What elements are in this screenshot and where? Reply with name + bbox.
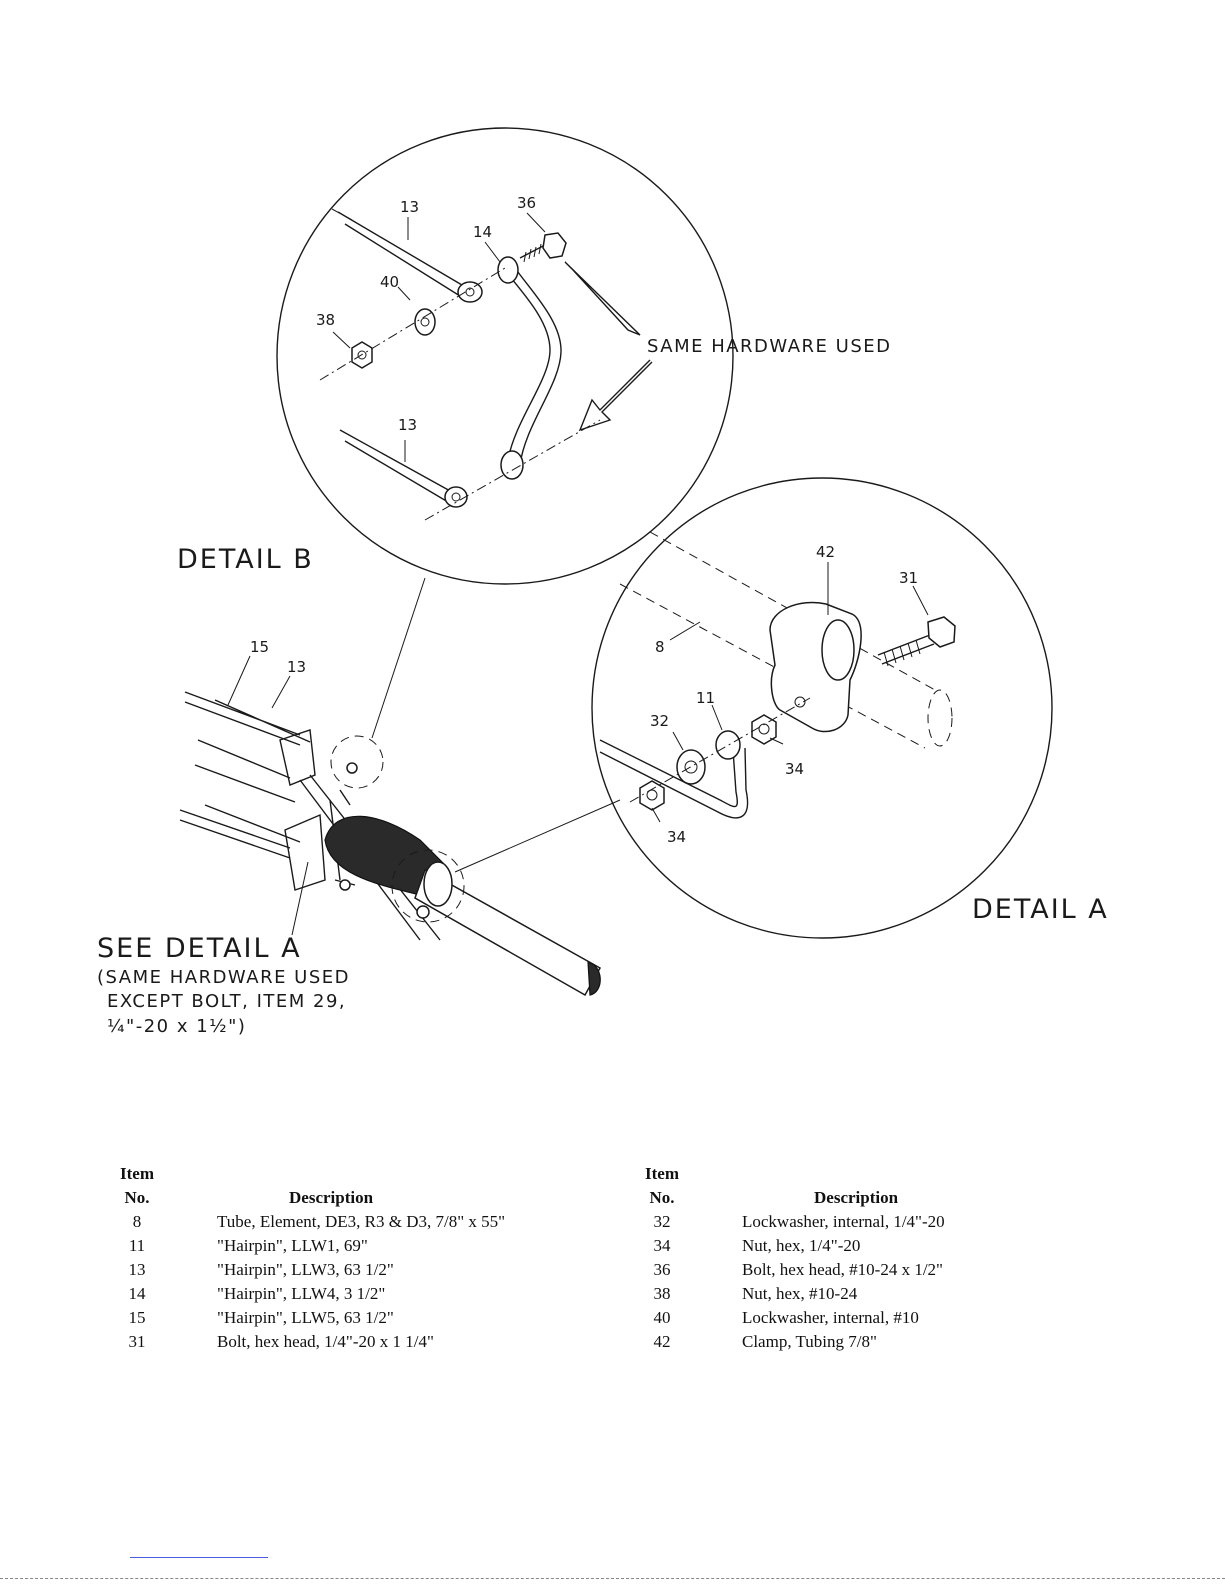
item-no: 36 — [653, 1260, 671, 1279]
header-description: Description — [289, 1188, 374, 1207]
header-no: No. — [649, 1188, 675, 1207]
table-row: 13 "Hairpin", LLW3, 63 1/2" — [102, 1258, 505, 1282]
item-no: 42 — [653, 1332, 671, 1351]
callout-38: 38 — [316, 311, 335, 329]
item-no: 13 — [128, 1260, 146, 1279]
hardware-note-line-2: EXCEPT BOLT, ITEM 29, — [107, 991, 346, 1012]
table-row: 36 Bolt, hex head, #10-24 x 1/2" — [627, 1258, 945, 1282]
table-row: 11 "Hairpin", LLW1, 69" — [102, 1234, 505, 1258]
nut-34-lower — [639, 780, 665, 811]
table-row: 14 "Hairpin", LLW4, 3 1/2" — [102, 1282, 505, 1306]
detail-a-circle — [591, 477, 1053, 939]
item-description: Bolt, hex head, 1/4"-20 x 1 1/4" — [217, 1332, 434, 1351]
callout-13-assembly: 13 — [287, 658, 306, 676]
item-description: "Hairpin", LLW5, 63 1/2" — [217, 1308, 394, 1327]
item-description: Bolt, hex head, #10-24 x 1/2" — [742, 1260, 943, 1279]
item-description: Nut, hex, #10-24 — [742, 1284, 858, 1303]
lockwasher-40 — [414, 308, 436, 336]
detail-b: 13 36 14 40 38 13 SAME HARDWARE USED DET… — [177, 127, 891, 585]
callout-14: 14 — [473, 223, 492, 241]
table-row: 32 Lockwasher, internal, 1/4"-20 — [627, 1210, 945, 1234]
callout-32: 32 — [650, 712, 669, 730]
detail-a: 42 31 8 11 32 34 34 DETAIL A — [591, 477, 1109, 939]
callout-13-upper: 13 — [400, 198, 419, 216]
hardware-note-line-3: ¼"-20 x 1½") — [107, 1016, 246, 1037]
item-description: "Hairpin", LLW1, 69" — [217, 1236, 368, 1255]
item-no: 15 — [128, 1308, 146, 1327]
detail-b-label: DETAIL B — [177, 544, 314, 575]
same-hardware-note: SAME HARDWARE USED — [647, 336, 891, 357]
item-no: 34 — [653, 1236, 671, 1255]
item-no: 40 — [653, 1308, 671, 1327]
bolt-36 — [519, 232, 567, 263]
callout-40: 40 — [380, 273, 399, 291]
nut-34-upper — [751, 714, 777, 745]
callout-15: 15 — [250, 638, 269, 656]
footer-link-underline — [130, 1557, 268, 1558]
table-row: 15 "Hairpin", LLW5, 63 1/2" — [102, 1306, 505, 1330]
callout-11: 11 — [696, 689, 715, 707]
hairpin-11 — [599, 739, 749, 819]
lockwasher-32 — [676, 749, 706, 785]
detail-a-label: DETAIL A — [972, 894, 1109, 925]
hairpin-14 — [502, 267, 562, 466]
callout-34-lower: 34 — [667, 828, 686, 846]
item-description: Tube, Element, DE3, R3 & D3, 7/8" x 55" — [217, 1212, 506, 1231]
item-description: Nut, hex, 1/4"-20 — [742, 1236, 861, 1255]
callout-34-upper: 34 — [785, 760, 804, 778]
callout-36: 36 — [517, 194, 536, 212]
see-detail-a-label: SEE DETAIL A — [97, 933, 302, 964]
table-row: 40 Lockwasher, internal, #10 — [627, 1306, 945, 1330]
hairpin-13-upper — [337, 211, 463, 297]
item-no: 31 — [128, 1332, 146, 1351]
header-description: Description — [814, 1188, 899, 1207]
table-row: 38 Nut, hex, #10-24 — [627, 1282, 945, 1306]
header-item: Item — [645, 1164, 679, 1183]
table-row: 34 Nut, hex, 1/4"-20 — [627, 1234, 945, 1258]
item-no: 38 — [653, 1284, 671, 1303]
hairpin-13-lower — [339, 429, 453, 503]
callout-31: 31 — [899, 569, 918, 587]
assembly-view: 15 13 SEE DETAIL A (SAME HARDWARE USED E… — [97, 577, 621, 1037]
boom-tube — [414, 868, 602, 997]
item-description: Lockwasher, internal, 1/4"-20 — [742, 1212, 945, 1231]
callout-8: 8 — [655, 638, 665, 656]
item-description: Clamp, Tubing 7/8" — [742, 1332, 877, 1351]
item-description: "Hairpin", LLW3, 63 1/2" — [217, 1260, 394, 1279]
hardware-note-line-1: (SAME HARDWARE USED — [97, 967, 350, 988]
parts-table-right: Item No. Description 32 Lockwasher, inte… — [627, 1162, 945, 1354]
header-item: Item — [120, 1164, 154, 1183]
clamp-42 — [769, 601, 862, 733]
same-hardware-arrow — [578, 359, 653, 432]
detail-b-circle — [276, 127, 734, 585]
callout-42: 42 — [816, 543, 835, 561]
parts-table-left: Item No. Description 8 Tube, Element, DE… — [102, 1162, 505, 1354]
table-row: 31 Bolt, hex head, 1/4"-20 x 1 1/4" — [102, 1330, 505, 1354]
table-row: 42 Clamp, Tubing 7/8" — [627, 1330, 945, 1354]
page-bottom-rule — [0, 1578, 1225, 1579]
header-no: No. — [124, 1188, 150, 1207]
callout-13-lower: 13 — [398, 416, 417, 434]
item-description: "Hairpin", LLW4, 3 1/2" — [217, 1284, 386, 1303]
item-no: 32 — [653, 1212, 671, 1231]
table-row: 8 Tube, Element, DE3, R3 & D3, 7/8" x 55… — [102, 1210, 505, 1234]
bolt-31 — [877, 616, 956, 667]
item-description: Lockwasher, internal, #10 — [742, 1308, 919, 1327]
item-no: 14 — [128, 1284, 146, 1303]
item-no: 11 — [128, 1236, 146, 1255]
item-no: 8 — [132, 1212, 142, 1231]
